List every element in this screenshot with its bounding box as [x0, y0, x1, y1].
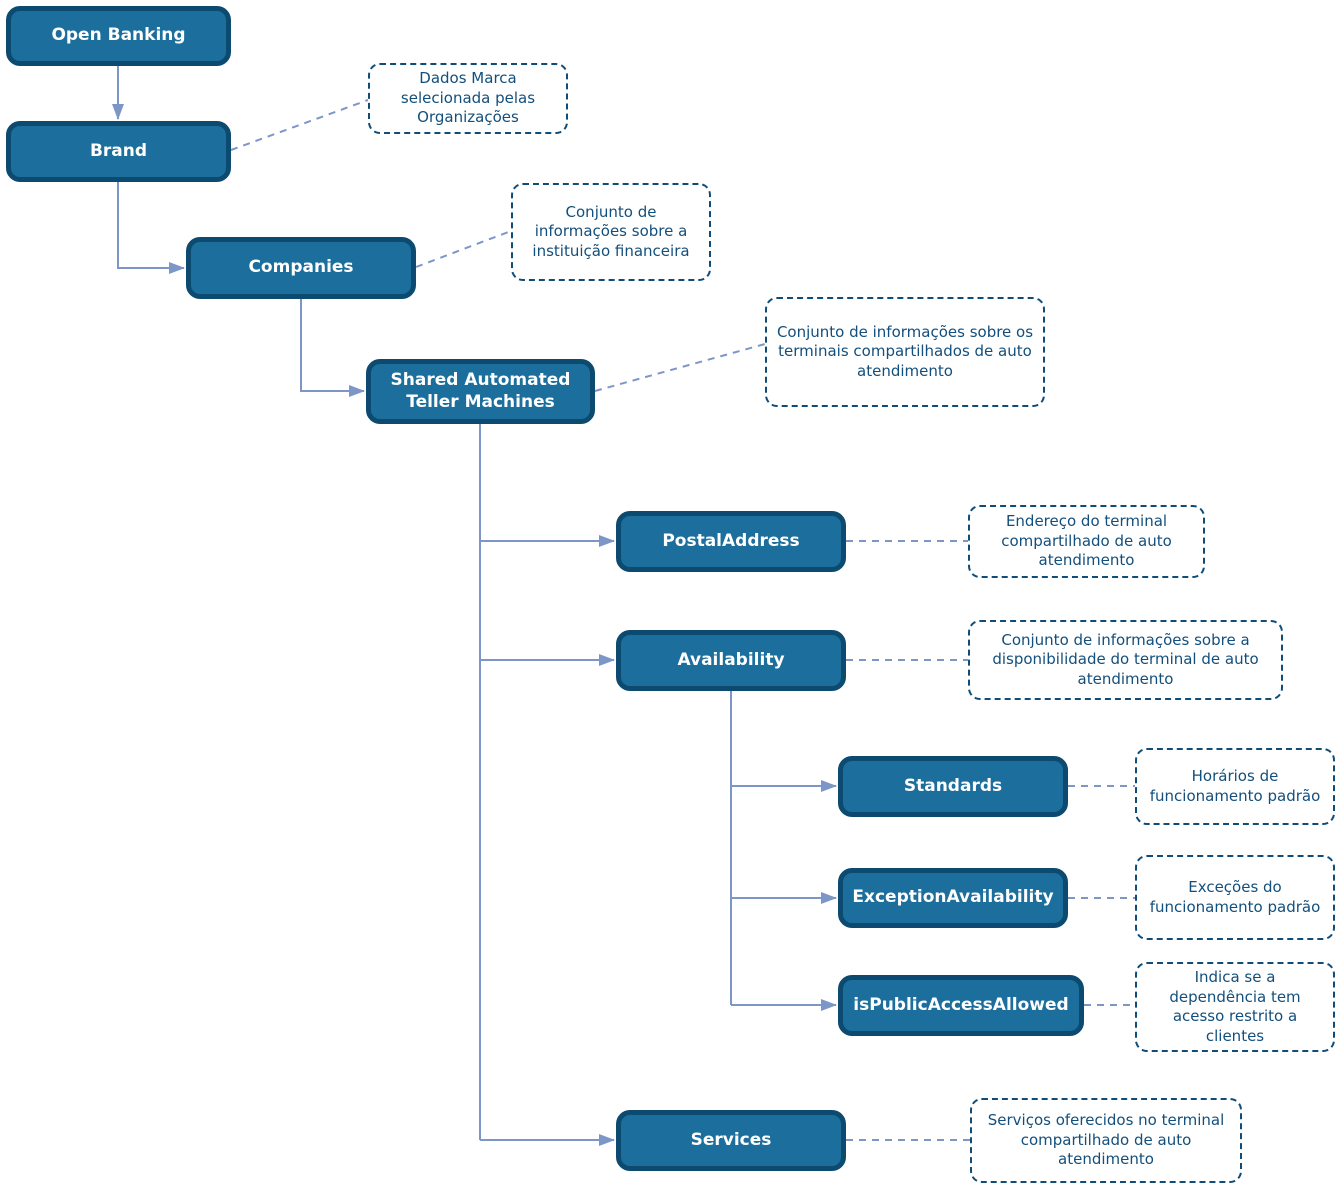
- note-text: Conjunto de informações sobre a institui…: [532, 202, 690, 260]
- node-label: isPublicAccessAllowed: [853, 994, 1069, 1015]
- node-brand[interactable]: Brand: [6, 121, 231, 182]
- node-label: ExceptionAvailability: [852, 887, 1054, 908]
- note-standards[interactable]: Horários de funcionamento padrão: [1135, 748, 1335, 825]
- note-brand[interactable]: Dados Marca selecionada pelas Organizaçõ…: [368, 63, 568, 134]
- note-exceptionavailability[interactable]: Exceções do funcionamento padrão: [1135, 855, 1335, 940]
- note-ispublicaccessallowed[interactable]: Indica se a dependência tem acesso restr…: [1135, 962, 1335, 1052]
- node-label: Standards: [903, 775, 1003, 796]
- node-exceptionavailability[interactable]: ExceptionAvailability: [838, 868, 1068, 928]
- node-label: Companies: [248, 257, 354, 278]
- node-label: Shared Automated Teller Machines: [390, 370, 571, 412]
- node-shared-automated-teller-machines[interactable]: Shared Automated Teller Machines: [366, 359, 595, 424]
- node-open-banking[interactable]: Open Banking: [6, 6, 231, 66]
- note-text: Indica se a dependência tem acesso restr…: [1169, 968, 1301, 1045]
- note-postaladdress[interactable]: Endereço do terminal compartilhado de au…: [968, 505, 1205, 578]
- node-label: Availability: [677, 649, 785, 670]
- node-availability[interactable]: Availability: [616, 630, 846, 691]
- note-text: Serviços oferecidos no terminal comparti…: [987, 1111, 1225, 1169]
- note-link-satm: [594, 343, 766, 392]
- note-text: Horários de funcionamento padrão: [1149, 767, 1321, 805]
- note-text: Endereço do terminal compartilhado de au…: [1001, 512, 1172, 570]
- node-companies[interactable]: Companies: [186, 237, 416, 299]
- note-companies[interactable]: Conjunto de informações sobre a institui…: [511, 183, 711, 281]
- node-services[interactable]: Services: [616, 1110, 846, 1171]
- edge-brand-companies: [117, 182, 185, 274]
- edge-companies-satm: [300, 299, 365, 397]
- node-label: Services: [690, 1129, 772, 1150]
- node-label: Brand: [89, 140, 148, 161]
- note-text: Exceções do funcionamento padrão: [1149, 878, 1321, 916]
- note-availability[interactable]: Conjunto de informações sobre a disponib…: [968, 620, 1283, 700]
- note-text: Conjunto de informações sobre a disponib…: [992, 630, 1259, 688]
- node-postaladdress[interactable]: PostalAddress: [616, 511, 846, 572]
- note-shared-automated-teller-machines[interactable]: Conjunto de informações sobre os termina…: [765, 297, 1045, 407]
- note-link-companies: [415, 230, 512, 268]
- note-text: Dados Marca selecionada pelas Organizaçõ…: [400, 69, 536, 127]
- node-standards[interactable]: Standards: [838, 756, 1068, 817]
- node-label: Open Banking: [51, 25, 186, 46]
- note-link-brand: [230, 99, 369, 151]
- node-label: PostalAddress: [662, 530, 800, 551]
- node-ispublicaccessallowed[interactable]: isPublicAccessAllowed: [838, 975, 1084, 1036]
- note-services[interactable]: Serviços oferecidos no terminal comparti…: [970, 1098, 1242, 1183]
- note-text: Conjunto de informações sobre os termina…: [776, 322, 1034, 380]
